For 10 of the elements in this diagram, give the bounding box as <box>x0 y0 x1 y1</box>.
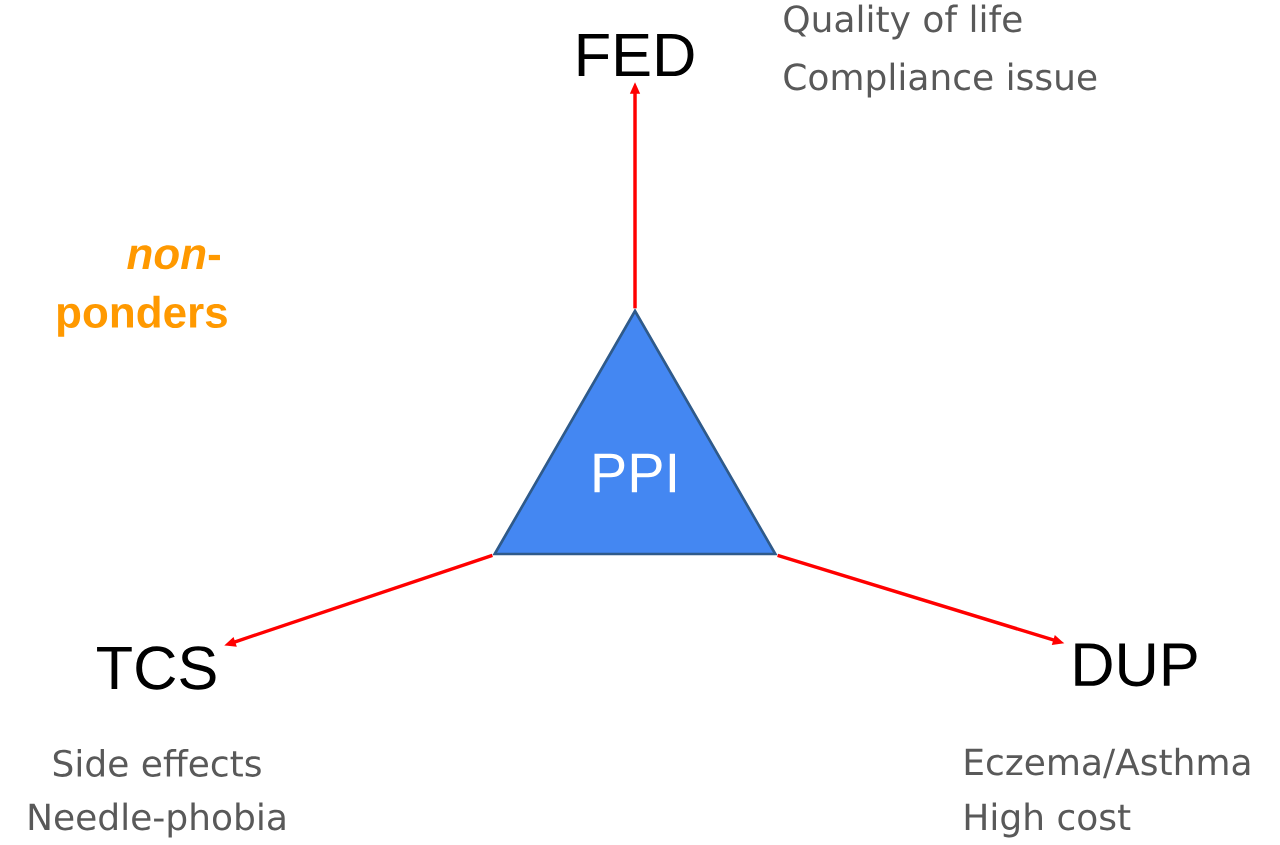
node-label: DUP <box>1075 643 1197 687</box>
side-note: Needle-phobia <box>29 802 285 838</box>
node-label: TCS <box>97 646 216 690</box>
side-note: Side effects <box>53 749 261 777</box>
node-label: FED <box>578 33 694 77</box>
side-note: Eczema/Asthma <box>965 747 1250 779</box>
side-note: Quality of life <box>784 4 1022 40</box>
note-text: non- ponders <box>58 245 227 337</box>
side-note: High cost <box>965 802 1131 838</box>
side-note: Compliance issue <box>784 62 1097 98</box>
